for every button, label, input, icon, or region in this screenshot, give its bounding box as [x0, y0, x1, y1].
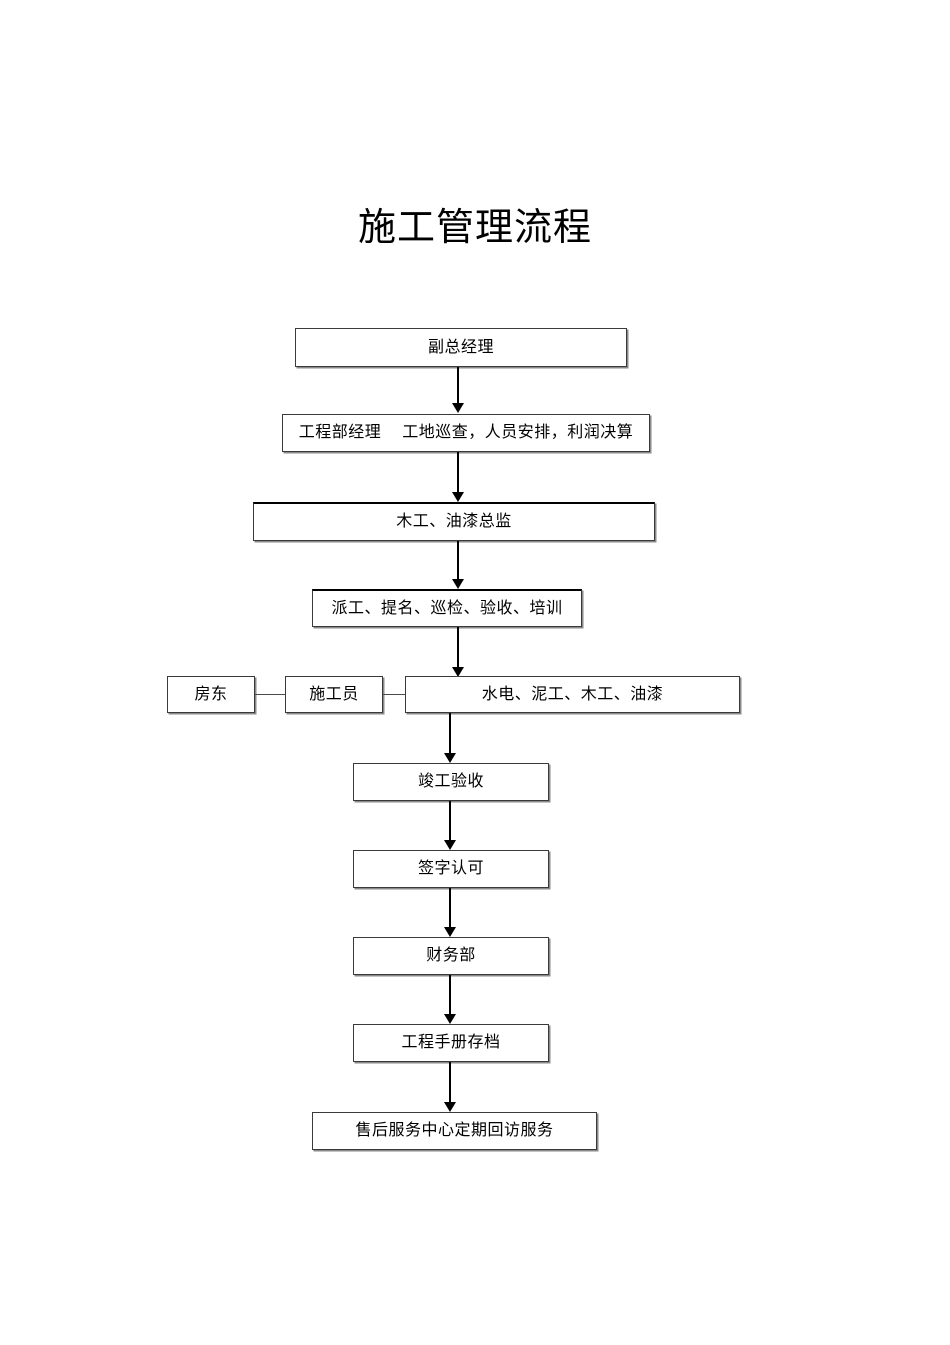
connector-line-finance-to-archiving — [449, 975, 451, 1017]
connector-line-3-to-4 — [457, 541, 459, 583]
node-trades[interactable]: 水电、泥工、木工、油漆 — [405, 676, 740, 713]
node-label: 售后服务中心定期回访服务 — [355, 1122, 554, 1139]
connector-arrow-1-to-2 — [452, 403, 464, 413]
connector-arrow-finance-to-archiving — [444, 1014, 456, 1024]
connector-arrow-trades-to-acceptance — [444, 753, 456, 763]
node-label: 竣工验收 — [417, 773, 484, 790]
node-label: 房东 — [194, 685, 228, 703]
node-signature-approval[interactable]: 签字认可 — [353, 850, 549, 888]
connector-arrow-4-to-trades — [452, 667, 464, 677]
node-finance-department[interactable]: 财务部 — [353, 937, 549, 975]
node-manual-archiving[interactable]: 工程手册存档 — [353, 1024, 549, 1062]
connector-line-signature-to-finance — [449, 888, 451, 930]
node-deputy-general-manager[interactable]: 副总经理 — [295, 328, 627, 367]
node-completion-acceptance[interactable]: 竣工验收 — [353, 763, 549, 801]
connector-line-landlord-to-worker — [255, 694, 285, 695]
node-after-sales-followup[interactable]: 售后服务中心定期回访服务 — [312, 1112, 597, 1150]
node-label: 签字认可 — [417, 860, 484, 877]
node-construction-worker[interactable]: 施工员 — [285, 676, 383, 713]
node-dispatch-inspection-training[interactable]: 派工、提名、巡检、验收、培训 — [312, 589, 582, 627]
node-landlord[interactable]: 房东 — [167, 676, 255, 713]
connector-arrow-acceptance-to-signature — [444, 840, 456, 850]
node-label: 工程部经理 工地巡查，人员安排，利润决算 — [298, 424, 634, 441]
connector-line-acceptance-to-signature — [449, 801, 451, 843]
connector-arrow-2-to-3 — [452, 492, 464, 502]
connector-arrow-signature-to-finance — [444, 927, 456, 937]
node-label: 派工、提名、巡检、验收、培训 — [331, 599, 563, 617]
page-title: 施工管理流程 — [357, 207, 592, 249]
connector-arrow-3-to-4 — [452, 579, 464, 589]
connector-line-4-to-trades — [457, 627, 459, 670]
connector-line-trades-to-acceptance — [449, 713, 451, 756]
connector-line-1-to-2 — [457, 367, 459, 405]
connector-line-worker-to-trades — [383, 694, 405, 695]
connector-arrow-archiving-to-followup — [444, 1102, 456, 1112]
node-carpentry-paint-director[interactable]: 木工、油漆总监 — [253, 502, 655, 541]
node-label: 副总经理 — [427, 338, 494, 356]
node-label: 木工、油漆总监 — [396, 513, 512, 530]
connector-line-2-to-3 — [457, 452, 459, 495]
node-label: 财务部 — [426, 947, 476, 964]
node-engineering-dept-manager[interactable]: 工程部经理 工地巡查，人员安排，利润决算 — [282, 414, 650, 452]
node-label: 工程手册存档 — [401, 1034, 501, 1051]
connector-line-archiving-to-followup — [449, 1062, 451, 1105]
node-label: 施工员 — [309, 685, 359, 703]
node-label: 水电、泥工、木工、油漆 — [481, 685, 664, 703]
